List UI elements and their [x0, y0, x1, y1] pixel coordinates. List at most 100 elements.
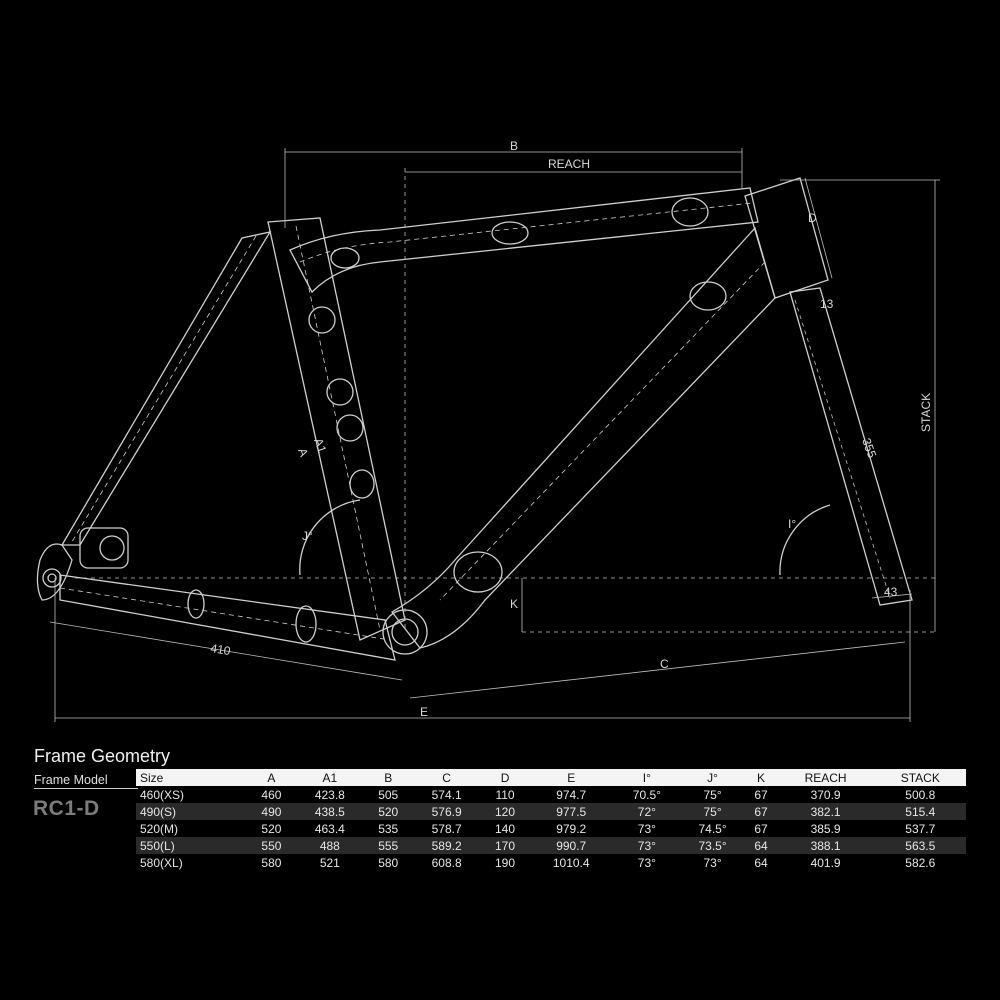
table-cell: 576.9 [411, 803, 482, 820]
column-header: J° [679, 769, 746, 786]
table-cell: 582.6 [905, 855, 936, 870]
chain-stay [59, 574, 396, 661]
table-cell: 574.1 [431, 787, 462, 802]
dim-label-c: C [660, 657, 669, 671]
table-cell: 190 [495, 855, 516, 870]
column-header: B [364, 769, 412, 786]
column-header: E [528, 769, 615, 786]
fork [789, 287, 913, 606]
table-cell: 490 [248, 803, 295, 820]
frame-model-label: Frame Model [34, 773, 138, 789]
table-cell: 73° [637, 821, 656, 836]
table-cell: 74.5° [698, 821, 727, 836]
table-cell: 67 [754, 787, 768, 802]
column-header: I° [614, 769, 680, 786]
table-cell: 520(M) [140, 821, 179, 836]
table-cell: 550 [248, 837, 295, 854]
geometry-title: Frame Geometry [34, 746, 171, 766]
table-cell: 1010.4 [552, 855, 590, 870]
table-cell: 500.8 [905, 787, 936, 802]
table-cell: 463.4 [314, 821, 345, 836]
table-cell: 979.2 [556, 821, 587, 836]
table-cell: 515.4 [874, 803, 966, 820]
table-cell: 170 [481, 837, 529, 854]
dim-label-stack: STACK [919, 393, 933, 432]
column-header: A1 [294, 769, 365, 786]
table-cell: 580(XL) [140, 855, 183, 870]
dim-label-k: K [510, 597, 518, 611]
dim-label-355: 355 [859, 436, 879, 460]
table-cell: 385.9 [810, 821, 841, 836]
column-header: D [481, 769, 529, 786]
column-header: A [248, 769, 295, 786]
table-cell: 490(S) [136, 803, 249, 820]
dim-label-43: 43 [884, 585, 898, 599]
table-cell: 401.9 [810, 855, 841, 870]
table-row: 580(XL) 580 521 580 608.8 190 1010.4 73° 73° 64 40… [136, 854, 966, 871]
table-cell: 535 [378, 821, 399, 836]
table-cell: 505 [378, 787, 399, 802]
column-header: Size [136, 769, 249, 786]
table-cell: 977.5 [528, 803, 615, 820]
table-cell: 990.7 [528, 837, 615, 854]
dim-label-b: B [510, 139, 518, 153]
table-row: 520(M) 520 463.4 535 578.7 140 979.2 73° 74.5° 67… [136, 820, 966, 837]
table-cell: 578.7 [431, 821, 462, 836]
table-cell: 438.5 [294, 803, 365, 820]
dim-label-410: 410 [210, 641, 232, 658]
table-cell: 370.9 [810, 787, 841, 802]
table-cell: 537.7 [905, 821, 936, 836]
table-cell: 460(XS) [140, 787, 185, 802]
table-cell: 580 [261, 855, 282, 870]
table-cell: 520 [261, 821, 282, 836]
column-header: STACK [874, 769, 966, 786]
dim-label-a1: A1 [311, 436, 329, 455]
column-header: C [411, 769, 482, 786]
table-cell: 67 [754, 821, 768, 836]
column-header: REACH [776, 769, 875, 786]
table-cell: 73° [614, 837, 680, 854]
table-cell: 382.1 [776, 803, 875, 820]
table-cell: 140 [495, 821, 516, 836]
down-tube [391, 226, 776, 649]
table-cell: 75° [703, 787, 722, 802]
frame-model-name: RC1-D [33, 797, 100, 820]
table-cell: 608.8 [431, 855, 462, 870]
table-cell: 70.5° [632, 787, 661, 802]
table-cell: 64 [745, 837, 777, 854]
table-cell: 555 [364, 837, 412, 854]
frame-diagram: B REACH D 13 STACK 355 A A1 J° I° K 43 C… [36, 139, 940, 722]
dim-label-e: E [420, 705, 428, 719]
table-cell: 550(L) [136, 837, 249, 854]
table-cell: 488 [294, 837, 365, 854]
seat-stay [60, 231, 272, 546]
table-cell: 64 [754, 855, 768, 870]
table-cell: 388.1 [776, 837, 875, 854]
table-cell: 73.5° [679, 837, 746, 854]
dim-label-a: A [295, 446, 311, 458]
dim-label-13: 13 [820, 297, 834, 311]
dim-label-j: I° [788, 517, 796, 531]
table-cell: 72° [614, 803, 680, 820]
table-cell: 73° [637, 855, 656, 870]
column-header: K [745, 769, 777, 786]
dim-label-i: J° [302, 529, 313, 543]
table-cell: 67 [745, 803, 777, 820]
dim-label-d: D [808, 211, 817, 225]
table-cell: 520 [364, 803, 412, 820]
dim-label-reach: REACH [548, 157, 590, 171]
table-cell: 589.2 [411, 837, 482, 854]
table-cell: 460 [261, 787, 282, 802]
table-cell: 580 [378, 855, 399, 870]
table-cell: 563.5 [874, 837, 966, 854]
table-cell: 73° [703, 855, 722, 870]
table-cell: 75° [679, 803, 746, 820]
table-cell: 521 [319, 855, 340, 870]
table-cell: 423.8 [314, 787, 345, 802]
table-cell: 110 [495, 787, 515, 802]
